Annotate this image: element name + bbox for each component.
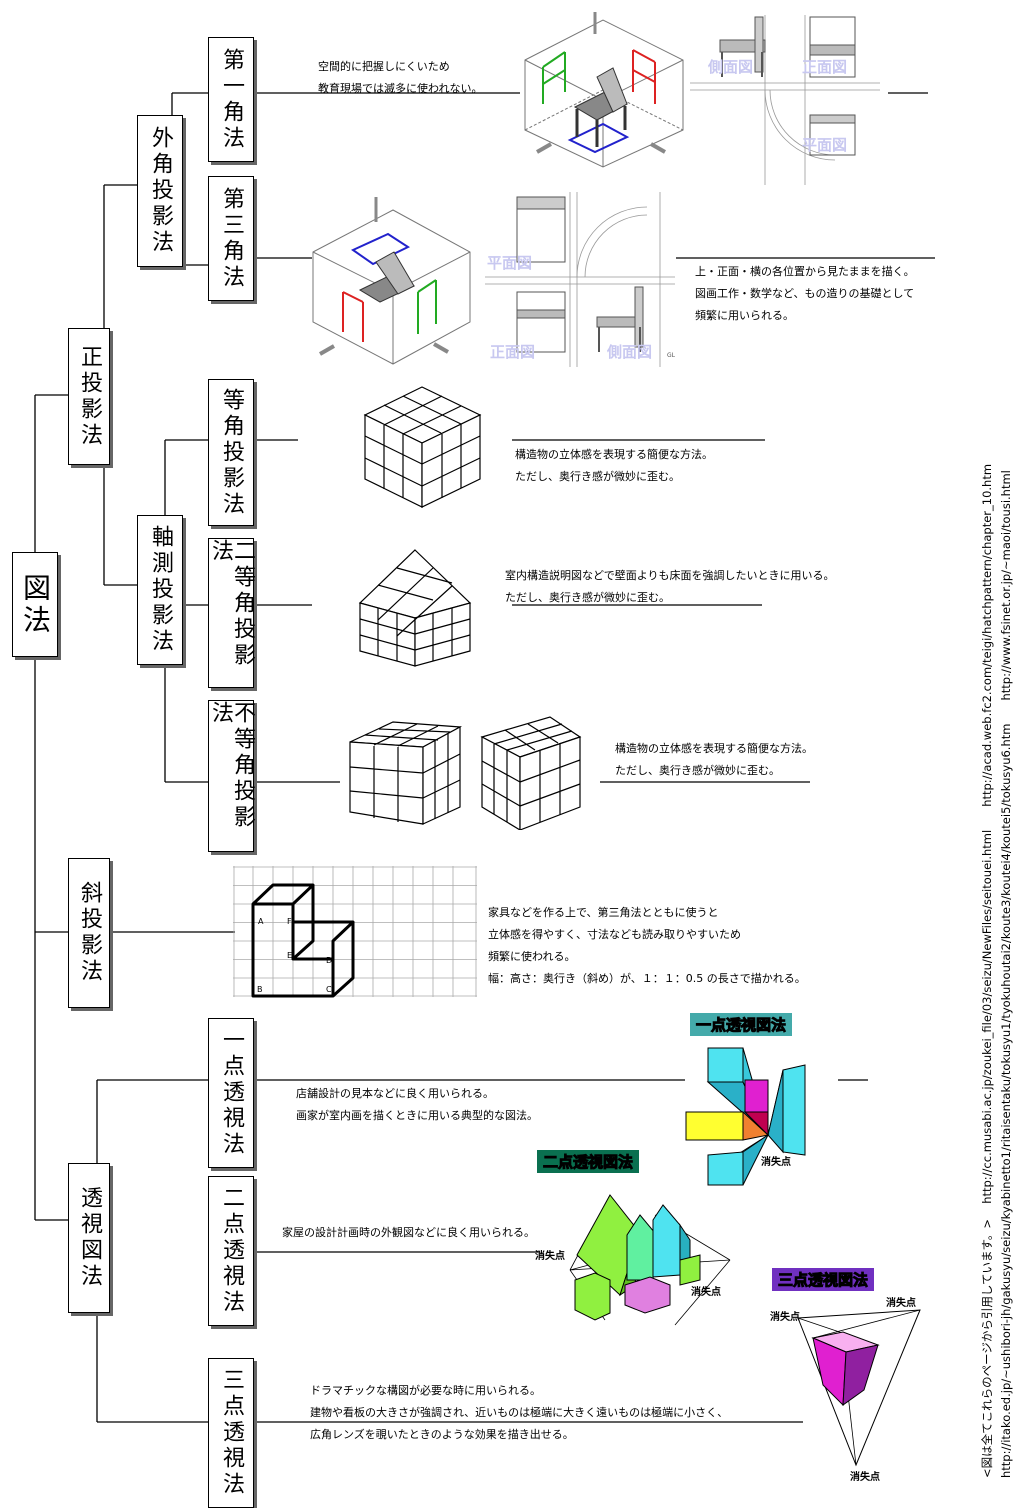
daiichi-box-figure — [524, 12, 684, 168]
desc-line: 頻繁に使われる。 — [488, 950, 576, 963]
itten-title-label: 一点透視図法 — [690, 1013, 793, 1036]
itten-figure: 消失点 — [685, 1047, 806, 1186]
tokaku-label: 等角投影法 — [219, 387, 244, 518]
front-view-label-1: 正面図 — [802, 58, 847, 76]
vanishing-point-label-2: 消失点 — [535, 1249, 565, 1262]
daisan-box: 第三角法 — [208, 176, 254, 301]
daisan-views-figure: 平面図 正面図 側面図 GL — [485, 192, 676, 367]
santen-title-label: 三点透視図法 — [772, 1268, 875, 1291]
desc-line: 幅：高さ：奥行き（斜め）が、１：１：0.5 の長さで描かれる。 — [488, 972, 806, 985]
desc-line: 頻繁に用いられる。 — [695, 309, 794, 322]
vanishing-point-label-1: 消失点 — [761, 1155, 791, 1168]
santen-label: 三点透視法 — [219, 1368, 244, 1498]
daiichi-label: 第一角法 — [219, 47, 244, 152]
vanishing-point-label-3: 消失点 — [691, 1285, 721, 1298]
side-view-label-2: 側面図 — [606, 343, 652, 361]
daiichi-views-figure: 側面図 正面図 平面図 — [690, 15, 880, 185]
desc-line: 立体感を得やすく、寸法なども読み取りやすいため — [488, 928, 741, 941]
santen-box: 三点透視法 — [208, 1358, 254, 1508]
futokaku-label: 不等角投影法 — [208, 701, 255, 831]
daisan-box-figure — [312, 197, 471, 365]
santen-description: ドラマチックな構図が必要な時に用いられる。 建物や看板の大きさが強調され、近いも… — [310, 1380, 728, 1446]
plan-view-label-1: 平面図 — [802, 136, 847, 154]
niten-description: 家屋の設計計画時の外観図などに良く用いられる。 — [282, 1222, 535, 1244]
desc-line: 家具などを作る上で、第三角法とともに使うと — [488, 906, 719, 919]
tokaku-box: 等角投影法 — [208, 379, 254, 526]
desc-line: 教育現場では滅多に使われない。 — [318, 82, 483, 95]
desc-line: 建物や看板の大きさが強調され、近いものは極端に大きく遠いものは極端に小さく、 — [310, 1406, 729, 1419]
itten-description: 店舗設計の見本などに良く用いられる。 画家が室内画を描くときに用いる典型的な図法… — [296, 1083, 538, 1127]
vanishing-point-label-6: 消失点 — [850, 1470, 880, 1482]
santen-figure: 消失点 消失点 消失点 — [770, 1296, 921, 1482]
niten-figure: 消失点 消失点 — [535, 1194, 731, 1326]
point-a: A — [258, 917, 264, 926]
desc-line: 構造物の立体感を表現する簡便な方法。 — [615, 742, 813, 755]
seito-box: 正投影法 — [68, 328, 110, 465]
niten-label: 二点透視法 — [219, 1186, 244, 1316]
daiichi-box: 第一角法 — [208, 37, 254, 162]
reference-line-2: http://itako.ed.jp/~ushibori-jh/gakusyu/… — [999, 470, 1013, 1478]
jikusoku-label: 軸測投影法 — [148, 525, 173, 655]
futokaku-description: 構造物の立体感を表現する簡便な方法。 ただし、奥行き感が微妙に歪む。 — [615, 738, 813, 782]
plan-view-label-2: 平面図 — [487, 254, 532, 272]
desc-line: 室内構造説明図などで壁面よりも床面を強調したいときに用いる。 — [505, 569, 835, 582]
desc-line: 家屋の設計計画時の外観図などに良く用いられる。 — [282, 1226, 535, 1239]
daisan-label: 第三角法 — [219, 186, 244, 291]
tokaku-cube — [363, 386, 482, 508]
reference-urls: <図は全てこれらのページから引用しています。> http://cc.musabi… — [978, 18, 1015, 1478]
seito-label: 正投影法 — [77, 344, 102, 449]
desc-line: 店舗設計の見本などに良く用いられる。 — [296, 1087, 494, 1100]
futokaku-box: 不等角投影法 — [208, 700, 255, 852]
desc-line: 図画工作・数学など、もの造りの基礎として — [695, 287, 915, 300]
root-box: 図法 — [12, 552, 58, 657]
gl-label: GL — [667, 352, 676, 359]
desc-line: ただし、奥行き感が微妙に歪む。 — [615, 764, 780, 777]
niten-title-label: 二点透視図法 — [537, 1150, 640, 1173]
daisan-description: 上・正面・横の各位置から見たままを描く。 図画工作・数学など、もの造りの基礎とし… — [695, 261, 915, 327]
itten-label: 一点透視法 — [219, 1028, 244, 1158]
desc-line: ドラマチックな構図が必要な時に用いられる。 — [310, 1384, 541, 1397]
toshi-label: 透視図法 — [77, 1186, 102, 1290]
nitokaku-box: 二等角投影法 — [208, 538, 255, 688]
reference-line-1: <図は全てこれらのページから引用しています。> http://cc.musabi… — [980, 463, 994, 1478]
shato-box: 斜投影法 — [68, 858, 110, 1008]
gaikaku-box: 外角投影法 — [137, 115, 183, 267]
futokaku-cubes — [349, 716, 582, 830]
nitokaku-label: 二等角投影法 — [208, 539, 255, 669]
nitokaku-description: 室内構造説明図などで壁面よりも床面を強調したいときに用いる。 ただし、奥行き感が… — [505, 565, 835, 609]
front-view-label-2: 正面図 — [490, 343, 535, 361]
desc-line: 広角レンズを覗いたときのような効果を描き出せる。 — [310, 1428, 574, 1441]
desc-line: ただし、奥行き感が微妙に歪む。 — [505, 591, 670, 604]
side-view-label-1: 側面図 — [707, 58, 753, 76]
itten-box: 一点透視法 — [208, 1018, 254, 1168]
jikusoku-box: 軸測投影法 — [137, 515, 183, 665]
toshi-box: 透視図法 — [68, 1163, 110, 1313]
shato-label: 斜投影法 — [77, 881, 102, 985]
niten-box: 二点透視法 — [208, 1176, 254, 1326]
point-d: D — [326, 956, 332, 965]
desc-line: 構造物の立体感を表現する簡便な方法。 — [515, 448, 713, 461]
root-label: 図法 — [19, 572, 52, 637]
vanishing-point-label-5: 消失点 — [886, 1296, 916, 1309]
point-f: F — [287, 917, 292, 926]
gaikaku-label: 外角投影法 — [148, 126, 173, 256]
vanishing-point-label-4: 消失点 — [770, 1310, 800, 1323]
desc-line: 空間的に把握しにくいため — [318, 60, 450, 73]
nitokaku-cube — [358, 549, 472, 667]
tokaku-description: 構造物の立体感を表現する簡便な方法。 ただし、奥行き感が微妙に歪む。 — [515, 444, 713, 488]
point-e: E — [287, 951, 292, 960]
desc-line: ただし、奥行き感が微妙に歪む。 — [515, 470, 680, 483]
point-c: C — [326, 985, 332, 994]
daiichi-description: 空間的に把握しにくいため 教育現場では滅多に使われない。 — [318, 56, 482, 100]
desc-line: 画家が室内画を描くときに用いる典型的な図法。 — [296, 1109, 538, 1122]
point-b: B — [257, 985, 263, 994]
desc-line: 上・正面・横の各位置から見たままを描く。 — [695, 265, 915, 278]
shato-grid-figure: A F E D B C — [233, 866, 477, 998]
shato-description: 家具などを作る上で、第三角法とともに使うと 立体感を得やすく、寸法なども読み取り… — [488, 902, 806, 990]
